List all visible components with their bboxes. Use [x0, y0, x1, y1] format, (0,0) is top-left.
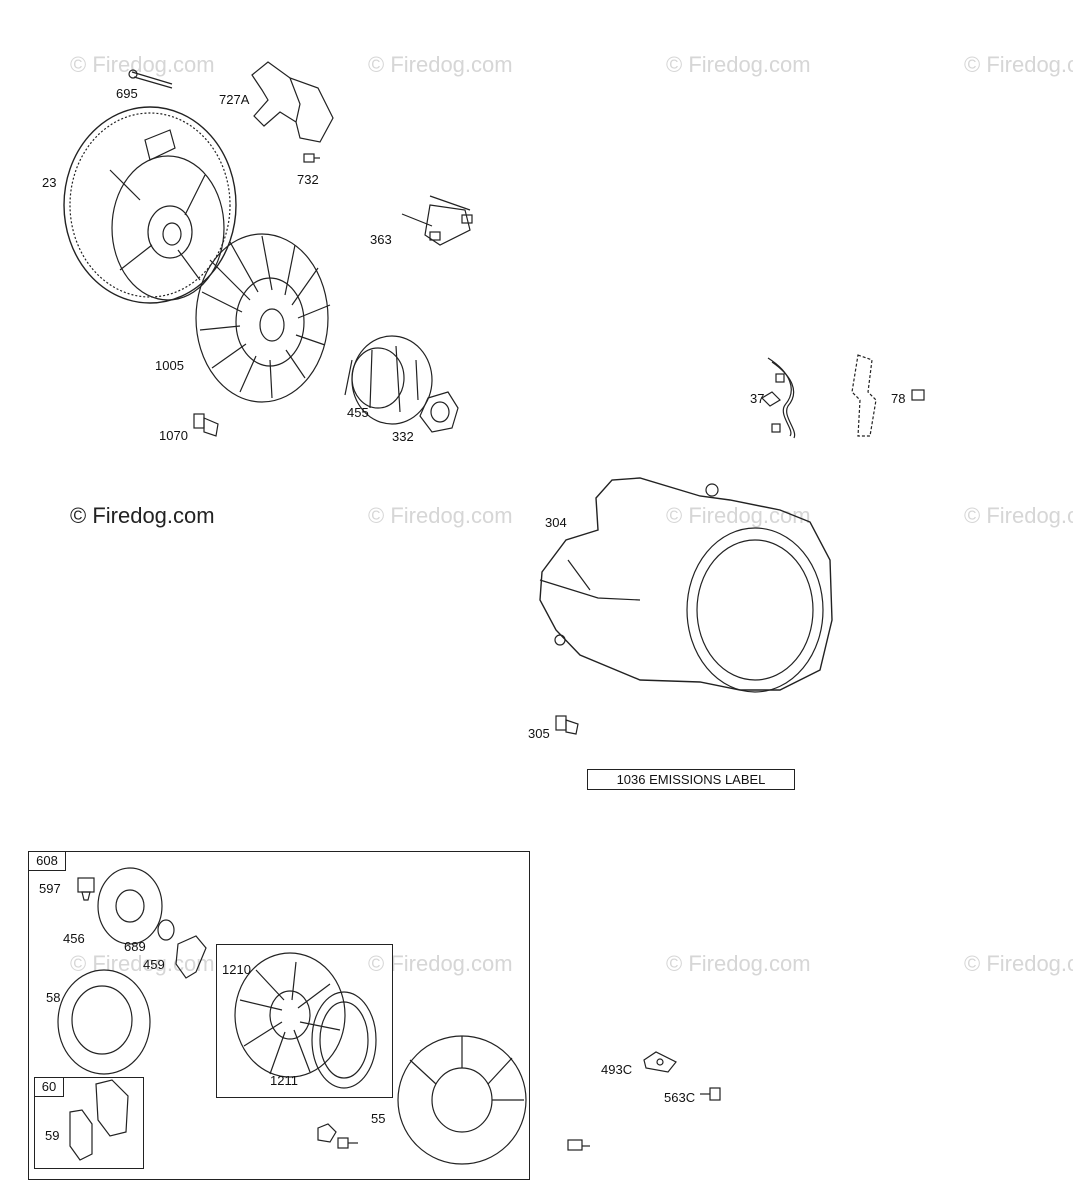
starter-kit-label: 608 — [28, 851, 66, 871]
part-label-727a: 727A — [219, 92, 250, 107]
pulley-1210-drawing — [234, 952, 346, 1078]
screw-305-drawing — [555, 715, 579, 735]
bracket-727a-drawing — [251, 61, 334, 143]
screw-732-drawing — [303, 153, 320, 163]
watermark: © Firedog.com — [70, 951, 215, 976]
part-label-459: 459 — [143, 957, 165, 972]
watermark: © Firedog.com — [964, 951, 1073, 976]
spring-1211-drawing — [311, 991, 377, 1089]
watermark: © Firedog.com — [666, 503, 811, 528]
part-label-59: 59 — [45, 1128, 60, 1143]
screw-597-drawing — [77, 877, 95, 901]
plate-456-drawing — [97, 867, 163, 945]
handle-60-drawing — [69, 1079, 129, 1161]
fan-1005-drawing — [195, 233, 331, 403]
emissions-label: 1036 EMISSIONS LABEL — [587, 769, 795, 790]
housing-55-drawing — [397, 1035, 527, 1165]
starter-kit-box — [28, 851, 530, 1180]
bolt-695-drawing — [128, 69, 173, 89]
part-label-363: 363 — [370, 232, 392, 247]
armature-363-drawing — [401, 195, 473, 246]
part-label-78: 78 — [891, 391, 906, 406]
part-label-58: 58 — [46, 990, 61, 1005]
part-label-456: 456 — [63, 931, 85, 946]
watermark: © Firedog.com — [666, 52, 811, 77]
gasket-78-drawing — [851, 354, 925, 437]
part-label-23: 23 — [42, 175, 57, 190]
part-label-493c: 493C — [601, 1062, 633, 1077]
part-label-1210: 1210 — [222, 962, 251, 977]
part-label-563c: 563C — [664, 1090, 696, 1105]
watermark: © Firedog.com — [70, 52, 215, 77]
nut-drawing — [317, 1123, 337, 1143]
watermark: © Firedog.com — [666, 951, 811, 976]
part-label-695: 695 — [116, 86, 138, 101]
pulley-kit-box — [216, 944, 393, 1098]
part-label-55: 55 — [371, 1111, 386, 1126]
spring-58-drawing — [57, 969, 151, 1075]
retainer-689-drawing — [157, 919, 175, 941]
part-label-689: 689 — [124, 939, 146, 954]
blower-housing-304-drawing — [539, 477, 833, 693]
part-label-37: 37 — [750, 391, 765, 406]
watermark: © Firedog.com — [368, 52, 513, 77]
part-label-1070: 1070 — [159, 428, 188, 443]
handle-kit-label: 60 — [34, 1077, 64, 1097]
screw-drawing — [337, 1137, 358, 1149]
screw-drawing — [567, 1139, 590, 1151]
screw-1070-drawing — [193, 413, 219, 437]
copyright-notice: © Firedog.com — [70, 503, 215, 528]
part-label-1005: 1005 — [155, 358, 184, 373]
watermark: © Firedog.com — [368, 503, 513, 528]
part-label-732: 732 — [297, 172, 319, 187]
cup-455-drawing — [344, 335, 433, 425]
baffle-37-drawing — [761, 357, 796, 439]
part-label-332: 332 — [392, 429, 414, 444]
part-label-597: 597 — [39, 881, 61, 896]
part-label-455: 455 — [347, 405, 369, 420]
handle-kit-box — [34, 1077, 144, 1169]
watermark: © Firedog.com — [964, 503, 1073, 528]
pawl-459-drawing — [175, 935, 207, 979]
watermark: © Firedog.com — [964, 52, 1073, 77]
screw-563c-drawing — [700, 1087, 721, 1101]
bracket-493c-drawing — [643, 1051, 677, 1073]
part-label-1211: 1211 — [270, 1073, 298, 1088]
part-label-305: 305 — [528, 726, 550, 741]
flywheel-23-drawing — [63, 106, 237, 304]
nut-332-drawing — [419, 391, 459, 433]
part-label-304: 304 — [545, 515, 567, 530]
